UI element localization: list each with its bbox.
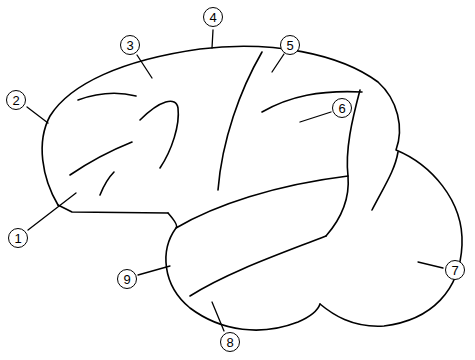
- leader-line: [138, 266, 170, 275]
- temporal-lobe: [166, 228, 320, 330]
- callout-circle: 4: [203, 7, 223, 27]
- superior-temporal-sulcus: [190, 236, 326, 296]
- leader-line: [300, 112, 331, 122]
- frontal-sulcus: [78, 93, 136, 100]
- leader-line: [272, 54, 284, 72]
- callout-circle: 8: [220, 332, 240, 352]
- callout-number: 6: [338, 102, 345, 115]
- frontal-sulcus: [100, 172, 114, 195]
- leader-line: [28, 193, 76, 230]
- leader-line: [418, 262, 443, 268]
- callout-number: 5: [286, 39, 293, 52]
- callout-circle: 2: [6, 90, 26, 110]
- callout-circle: 1: [8, 228, 28, 248]
- orbital-edge: [58, 205, 168, 213]
- callout-number: 8: [226, 336, 233, 349]
- leader-line: [27, 107, 48, 123]
- callout-number: 1: [14, 232, 21, 245]
- arcuate-sulcus: [140, 101, 178, 168]
- callout-circle: 7: [445, 260, 465, 280]
- callout-number: 9: [123, 273, 130, 286]
- leader-lines: [27, 30, 443, 331]
- principal-sulcus: [70, 142, 132, 175]
- callout-circle: 5: [280, 35, 300, 55]
- callout-number: 7: [451, 264, 458, 277]
- leader-line: [212, 302, 224, 331]
- central-sulcus: [218, 52, 262, 190]
- leader-line: [212, 30, 213, 48]
- callout-number: 2: [12, 94, 19, 107]
- callout-circle: 9: [117, 269, 137, 289]
- brain-outline: [42, 46, 462, 326]
- callout-number: 3: [126, 39, 133, 52]
- callout-number: 4: [209, 11, 216, 24]
- callout-circle: 6: [332, 98, 352, 118]
- callout-circle: 3: [120, 35, 140, 55]
- leader-line: [137, 55, 152, 78]
- occipital-sulcus: [372, 152, 398, 210]
- lateral-sulcus: [168, 176, 348, 228]
